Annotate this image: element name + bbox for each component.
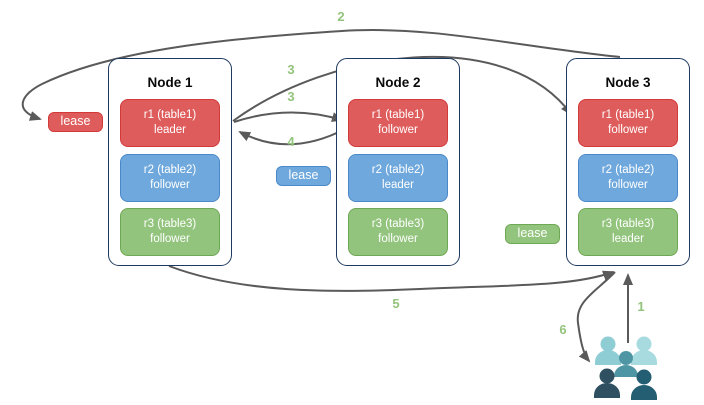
step-label-6: 6: [559, 322, 567, 337]
node-3-title: Node 3: [605, 75, 651, 90]
replica-label: r2 (table2): [601, 164, 655, 177]
replica-role: follower: [378, 124, 418, 136]
replica-role: follower: [608, 124, 648, 136]
replica-role: follower: [150, 233, 190, 245]
replica-role: follower: [378, 233, 418, 245]
lease-badge-green: lease: [505, 224, 560, 244]
replica-label: r1 (table1): [601, 109, 655, 122]
replica-role: leader: [154, 124, 186, 136]
replica-role: follower: [608, 179, 648, 191]
arrow-5: [168, 265, 615, 292]
person-front-left: [594, 368, 620, 398]
node-2-panel: Node 2 r1 (table1) follower r2 (table2) …: [336, 58, 460, 266]
node-3-replica-r3: r3 (table3) leader: [578, 208, 678, 256]
node-3-panel: Node 3 r1 (table1) follower r2 (table2) …: [566, 58, 690, 266]
node-3-replica-r2: r2 (table2) follower: [578, 154, 678, 202]
replica-role: leader: [382, 179, 414, 191]
node-3-replica-r1: r1 (table1) follower: [578, 99, 678, 147]
replica-label: r1 (table1): [143, 109, 197, 122]
replica-label: r2 (table2): [371, 164, 425, 177]
step-label-2: 2: [337, 9, 345, 24]
replica-label: r3 (table3): [371, 218, 425, 231]
replica-label: r3 (table3): [601, 218, 655, 231]
step-label-5: 5: [392, 296, 400, 311]
arrow-4: [238, 128, 346, 146]
node-2-replica-r2: r2 (table2) leader: [348, 154, 448, 202]
node-1-replica-r2: r2 (table2) follower: [120, 154, 220, 202]
step-label-4: 4: [287, 134, 295, 149]
lease-badge-blue: lease: [276, 166, 331, 186]
replica-label: r2 (table2): [143, 164, 197, 177]
person-middle: [614, 351, 638, 377]
person-front-right: [631, 369, 657, 400]
node-2-replica-r3: r3 (table3) follower: [348, 208, 448, 256]
step-label-3a: 3: [287, 62, 295, 77]
arrow-3b: [233, 111, 344, 123]
person-back-right: [631, 336, 657, 365]
arrow-3a: [232, 56, 573, 122]
people-group-icon: [594, 336, 657, 400]
arrow-2: [21, 28, 621, 121]
node-2-replica-r1: r1 (table1) follower: [348, 99, 448, 147]
node-1-title: Node 1: [147, 75, 193, 90]
replica-role: follower: [150, 179, 190, 191]
node-1-replica-r3: r3 (table3) follower: [120, 208, 220, 256]
node-1-replica-r1: r1 (table1) leader: [120, 99, 220, 147]
replica-label: r1 (table1): [371, 109, 425, 122]
step-label-1: 1: [637, 299, 645, 314]
replica-label: r3 (table3): [143, 218, 197, 231]
replica-role: leader: [612, 233, 644, 245]
lease-badge-red: lease: [48, 112, 103, 132]
node-1-panel: Node 1 r1 (table1) leader r2 (table2) fo…: [108, 58, 232, 266]
node-2-title: Node 2: [375, 75, 421, 90]
step-label-3b: 3: [287, 89, 295, 104]
arrow-6: [576, 271, 616, 363]
person-back-left: [595, 336, 621, 365]
